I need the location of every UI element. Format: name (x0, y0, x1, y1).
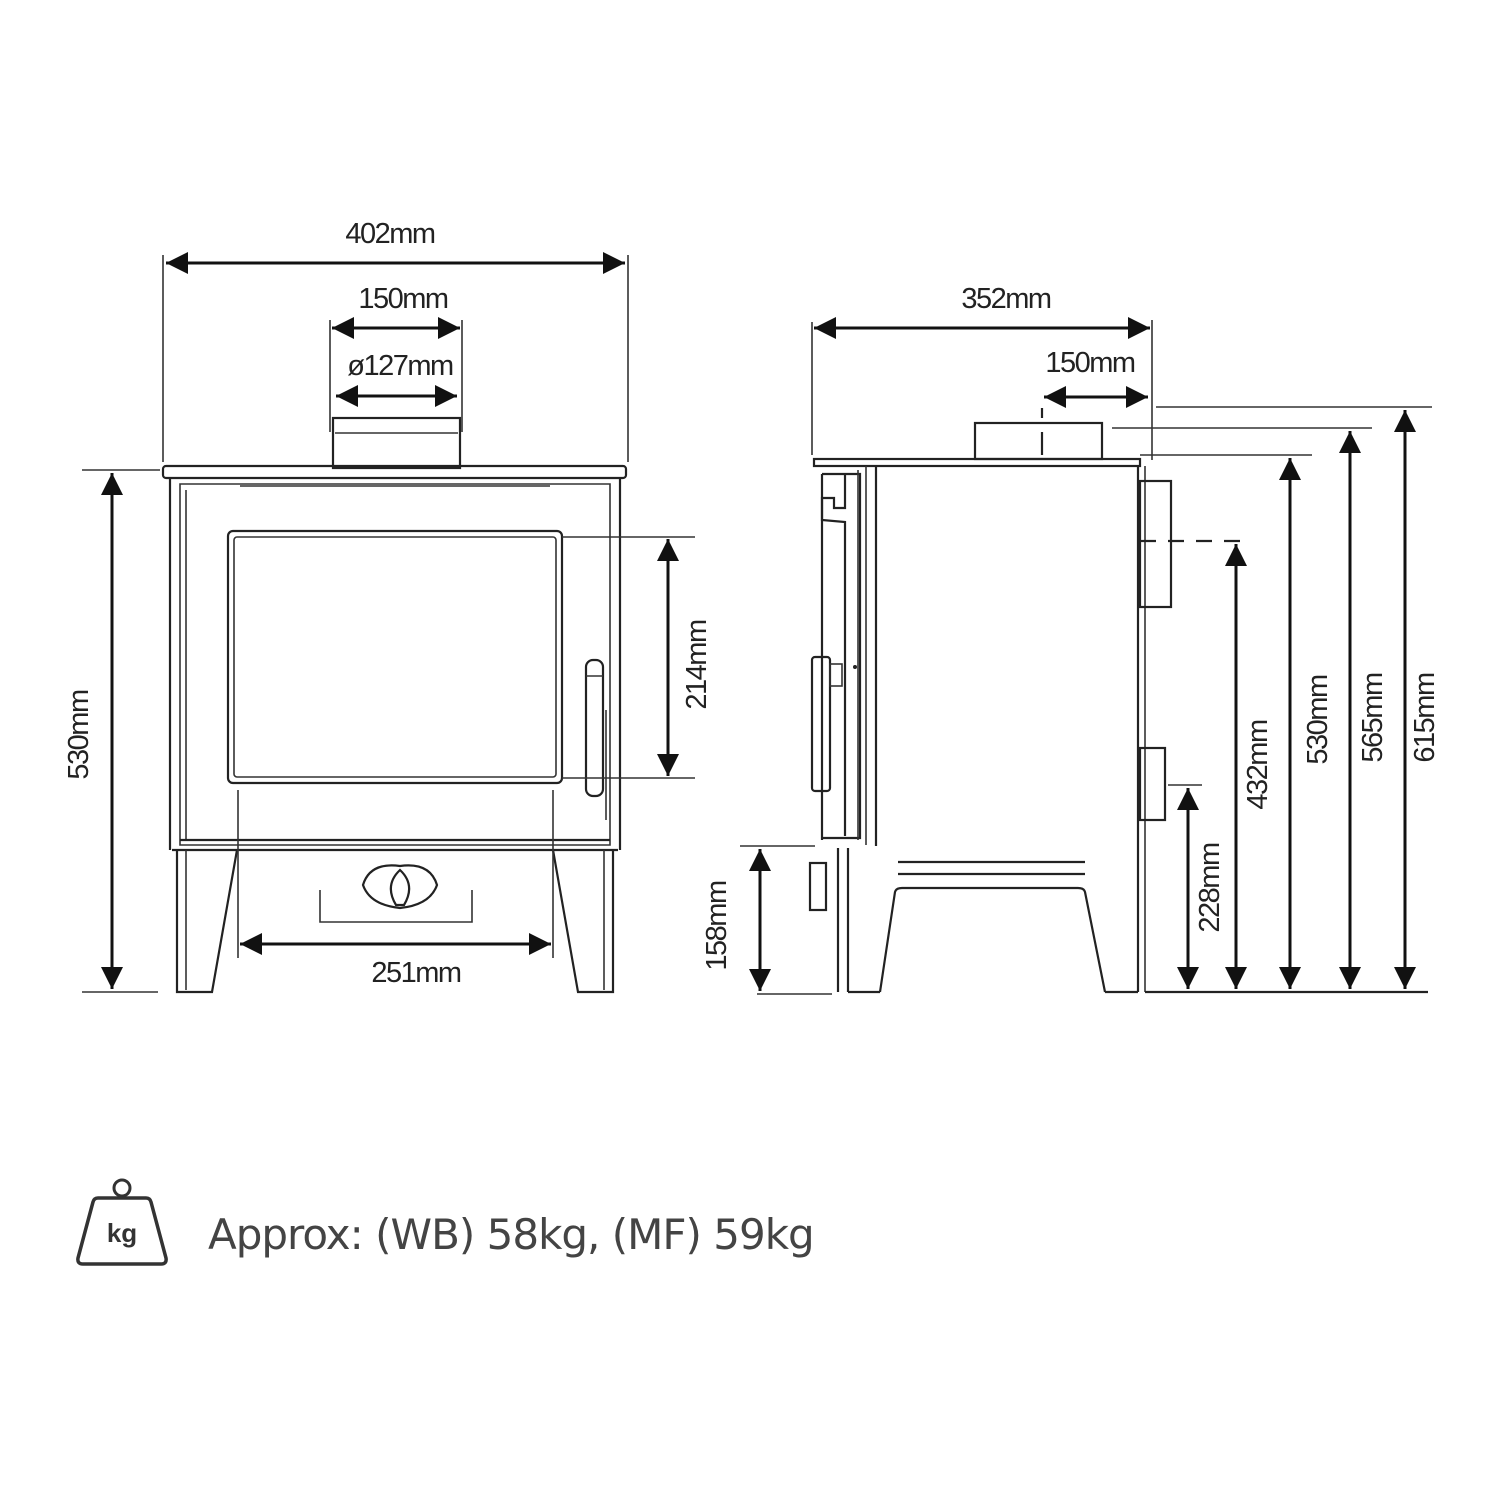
dimension-total-height: 615mm (1394, 410, 1441, 989)
dimension-overall-depth: 352mm (811, 283, 1153, 460)
front-view: 402mm 150mm ø127mm 530mm 214mm (63, 218, 713, 994)
dimension-flue-offset: 150mm (329, 283, 463, 432)
dimension-leg-span: 251mm (237, 790, 554, 989)
dimension-floor-to-door: 158mm (701, 845, 832, 995)
dimension-label: 251mm (371, 957, 461, 989)
height-reference-lines (1112, 406, 1432, 994)
dimension-flue-diameter: ø127mm (336, 350, 457, 407)
weight-text: Approx: (WB) 58kg, (MF) 59kg (208, 1210, 815, 1259)
dimension-flue-rear-offset: 150mm (1044, 347, 1148, 408)
dimension-label: 565mm (1357, 673, 1389, 763)
side-stove-outline (808, 408, 1173, 994)
front-stove-outline (161, 416, 628, 994)
dimension-window-height: 214mm (562, 536, 713, 779)
dimension-label: 150mm (1045, 347, 1135, 379)
dimension-label: 158mm (701, 881, 733, 971)
dimension-label: 615mm (1409, 673, 1441, 763)
dimension-label: 214mm (681, 620, 713, 710)
dimension-label: 150mm (358, 283, 448, 315)
dimension-label: 530mm (63, 690, 95, 780)
dimension-rear-outlet-upper: 432mm (1225, 544, 1274, 989)
dimension-overall-height: 530mm (63, 469, 160, 993)
dimension-label: 402mm (345, 218, 435, 250)
dimension-label: 432mm (1242, 720, 1274, 810)
kg-icon-label: kg (107, 1218, 137, 1248)
dimension-overall-width: 402mm (162, 218, 629, 462)
dimension-label: ø127mm (347, 350, 453, 382)
dimension-label: 530mm (1302, 675, 1334, 765)
dimension-flue-collar-height: 565mm (1339, 431, 1389, 989)
side-view: 352mm 150mm 158mm 228mm 432 (701, 283, 1441, 995)
dimension-label: 352mm (961, 283, 1051, 315)
kg-weight-icon: kg (76, 1178, 168, 1266)
dimension-body-height: 530mm (1279, 458, 1334, 989)
dimension-label: 228mm (1194, 843, 1226, 933)
dimension-rear-outlet-lower: 228mm (1177, 788, 1226, 989)
